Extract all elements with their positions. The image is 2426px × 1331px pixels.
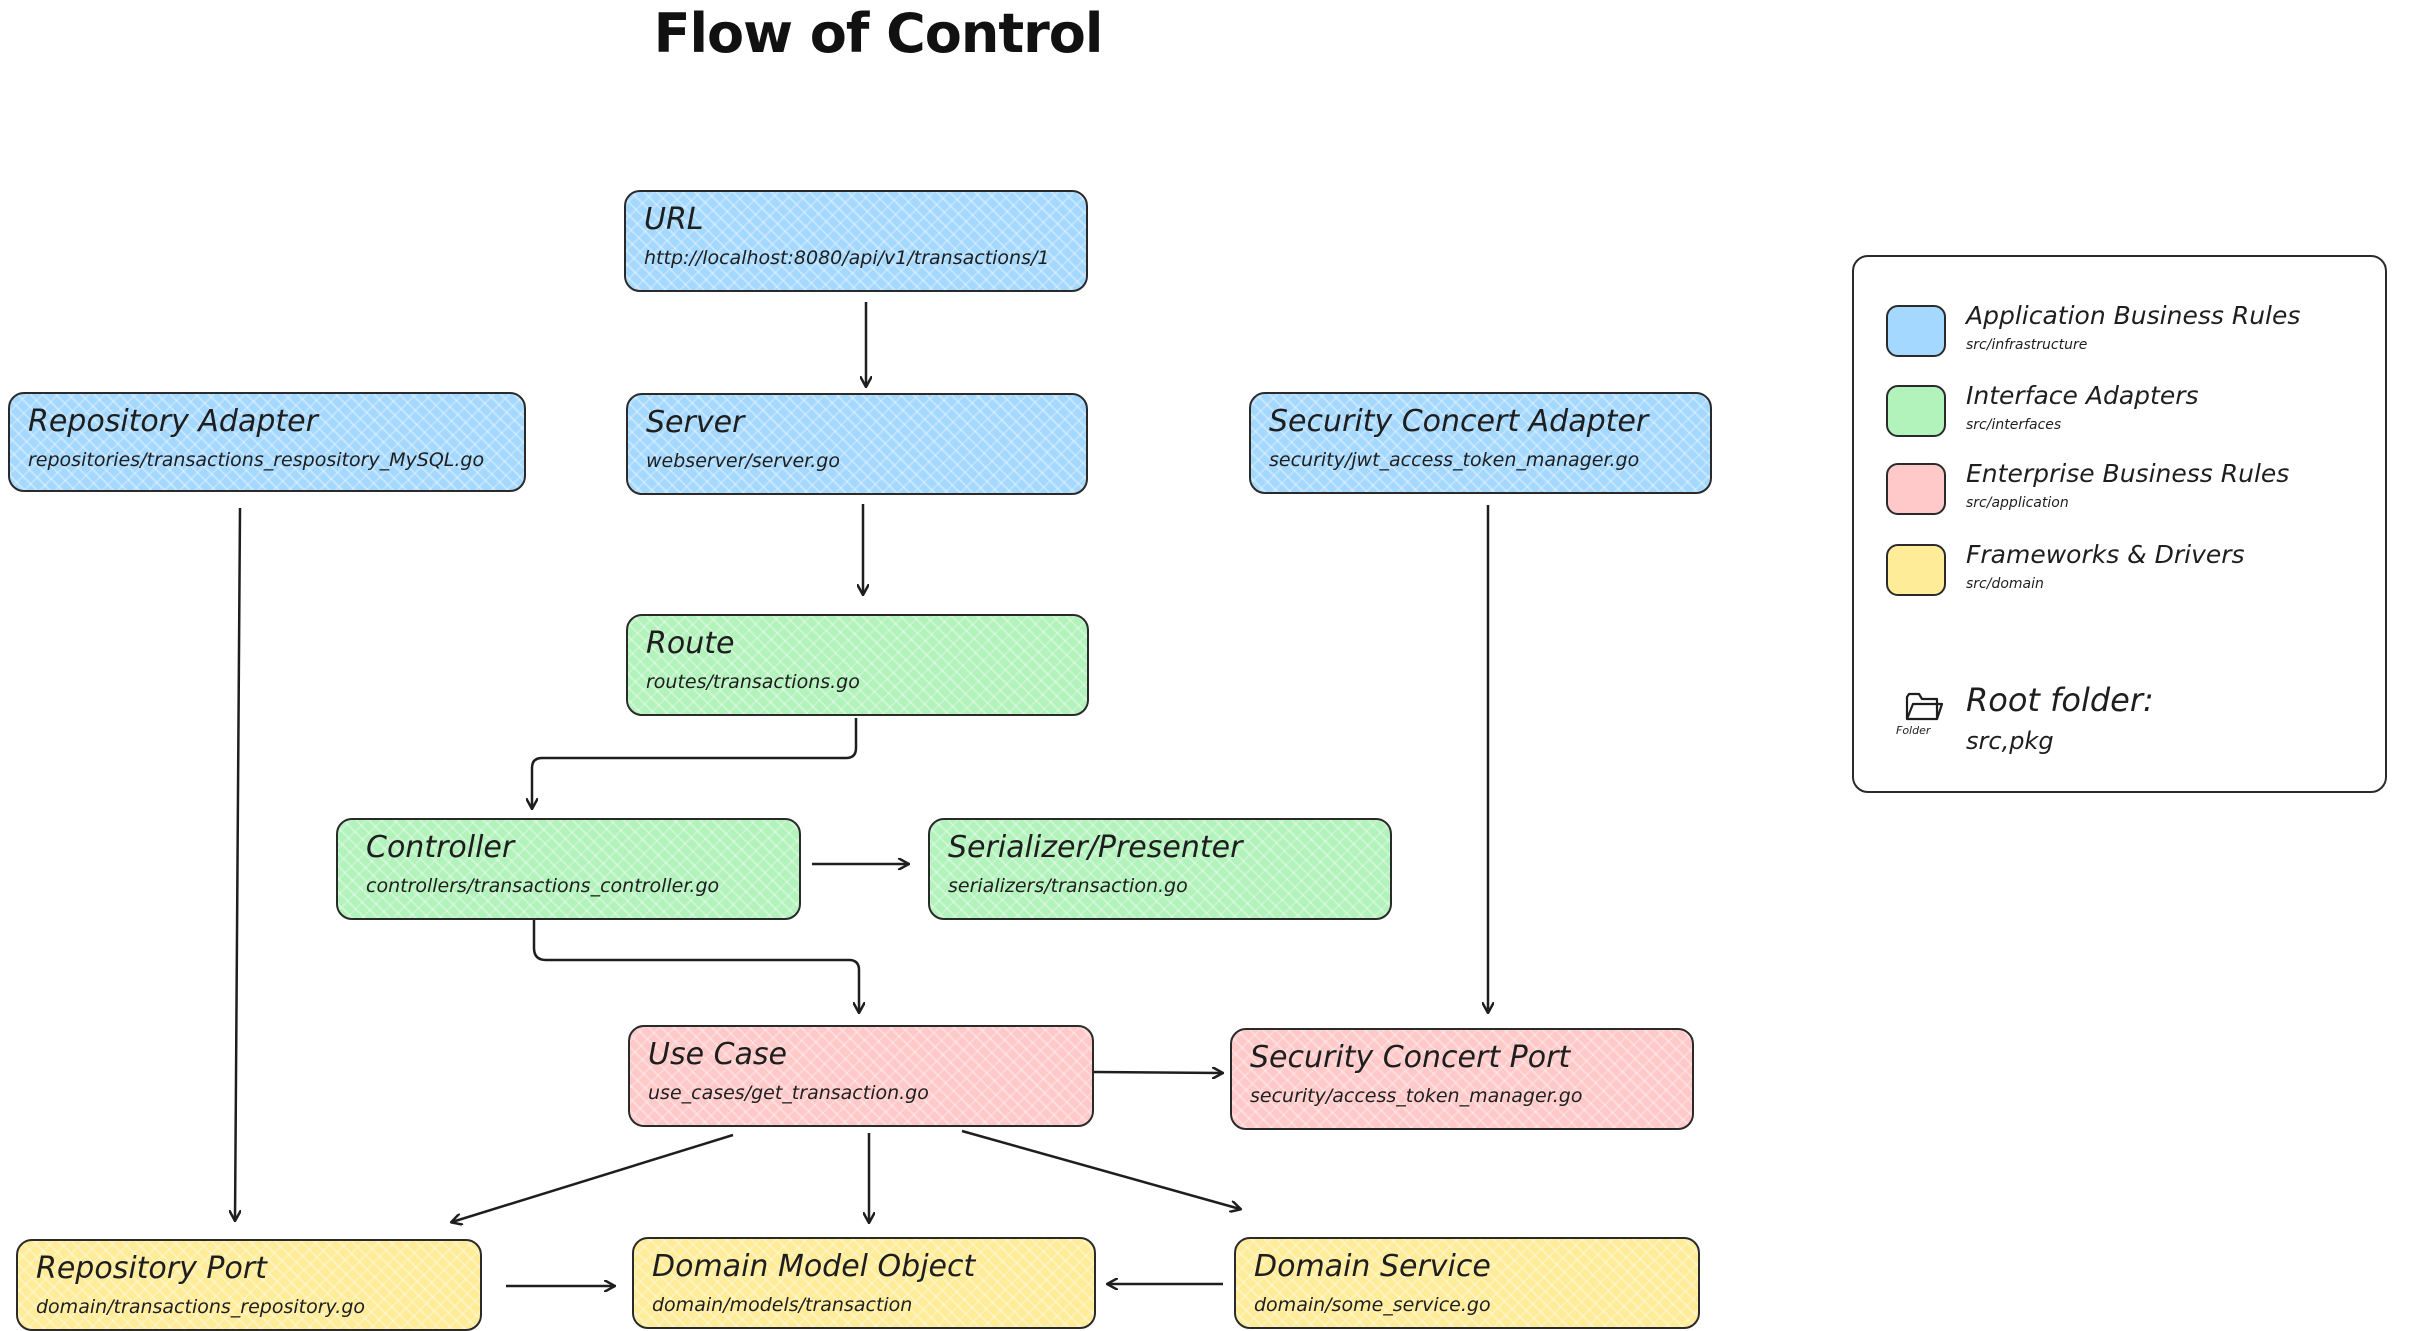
legend-swatch-red	[1886, 463, 1946, 515]
legend-label: Frameworks & Drivers	[1966, 540, 2245, 569]
node-title: Server	[646, 405, 745, 440]
edge-use-case-to-security-port	[1093, 1072, 1222, 1073]
legend-sub: src/interfaces	[1966, 417, 2062, 433]
node-title: Use Case	[648, 1037, 787, 1072]
node-repository-adapter[interactable]: Repository Adapter repositories/transact…	[8, 392, 526, 492]
folder-icon-caption: Folder	[1896, 724, 1931, 737]
legend-swatch-blue	[1886, 305, 1946, 357]
folder-icon	[1905, 692, 1944, 721]
legend-label: Interface Adapters	[1966, 381, 2199, 410]
node-title: Repository Port	[36, 1251, 267, 1286]
node-path: domain/models/transaction	[652, 1294, 913, 1316]
root-folder-label: Root folder:	[1966, 681, 2154, 719]
node-path: http://localhost:8080/api/v1/transaction…	[644, 247, 1050, 269]
node-path: domain/some_service.go	[1254, 1294, 1491, 1316]
root-folder-value: src,pkg	[1966, 727, 2054, 755]
node-title: URL	[644, 202, 704, 237]
node-path: domain/transactions_repository.go	[36, 1296, 366, 1318]
node-repository-port[interactable]: Repository Port domain/transactions_repo…	[16, 1239, 482, 1331]
node-path: webserver/server.go	[646, 450, 840, 472]
node-security-concert-port[interactable]: Security Concert Port security/access_to…	[1230, 1028, 1694, 1130]
node-title: Serializer/Presenter	[948, 830, 1243, 865]
legend-sub: src/domain	[1966, 576, 2044, 592]
node-title: Domain Model Object	[652, 1249, 976, 1284]
edge-use-case-to-repository-port	[452, 1133, 734, 1222]
node-server[interactable]: Server webserver/server.go	[626, 393, 1088, 495]
node-path: repositories/transactions_respository_My…	[28, 449, 485, 471]
node-title: Repository Adapter	[28, 404, 318, 439]
node-path: security/access_token_manager.go	[1250, 1085, 1583, 1107]
node-path: controllers/transactions_controller.go	[366, 875, 720, 897]
legend-label: Application Business Rules	[1966, 301, 2301, 330]
node-domain-service[interactable]: Domain Service domain/some_service.go	[1234, 1237, 1700, 1329]
node-path: serializers/transaction.go	[948, 875, 1188, 897]
node-path: routes/transactions.go	[646, 671, 860, 693]
legend-sub: src/application	[1966, 495, 2069, 511]
node-title: Security Concert Port	[1250, 1040, 1571, 1075]
legend: Application Business Rules src/infrastru…	[1852, 255, 2387, 793]
node-title: Route	[646, 626, 735, 661]
legend-label: Enterprise Business Rules	[1966, 459, 2290, 488]
node-security-concert-adapter[interactable]: Security Concert Adapter security/jwt_ac…	[1249, 392, 1712, 494]
node-title: Domain Service	[1254, 1249, 1491, 1284]
diagram-title: Flow of Control	[653, 2, 1104, 65]
node-title: Security Concert Adapter	[1269, 404, 1649, 439]
node-controller[interactable]: Controller controllers/transactions_cont…	[336, 818, 801, 920]
legend-swatch-yellow	[1886, 544, 1946, 596]
legend-sub: src/infrastructure	[1966, 337, 2088, 353]
node-route[interactable]: Route routes/transactions.go	[626, 614, 1089, 716]
edge-use-case-to-domain-service	[961, 1129, 1240, 1209]
node-path: use_cases/get_transaction.go	[648, 1082, 929, 1104]
node-domain-model-object[interactable]: Domain Model Object domain/models/transa…	[632, 1237, 1096, 1329]
node-path: security/jwt_access_token_manager.go	[1269, 449, 1640, 471]
node-use-case[interactable]: Use Case use_cases/get_transaction.go	[628, 1025, 1094, 1127]
edge-route-to-controller	[532, 718, 858, 808]
edge-repository-adapter-to-repository-port	[235, 507, 242, 1220]
edge-controller-to-use-case	[532, 920, 859, 1012]
node-serializer-presenter[interactable]: Serializer/Presenter serializers/transac…	[928, 818, 1392, 920]
node-url[interactable]: URL http://localhost:8080/api/v1/transac…	[624, 190, 1088, 292]
node-title: Controller	[366, 830, 515, 865]
legend-swatch-green	[1886, 385, 1946, 437]
